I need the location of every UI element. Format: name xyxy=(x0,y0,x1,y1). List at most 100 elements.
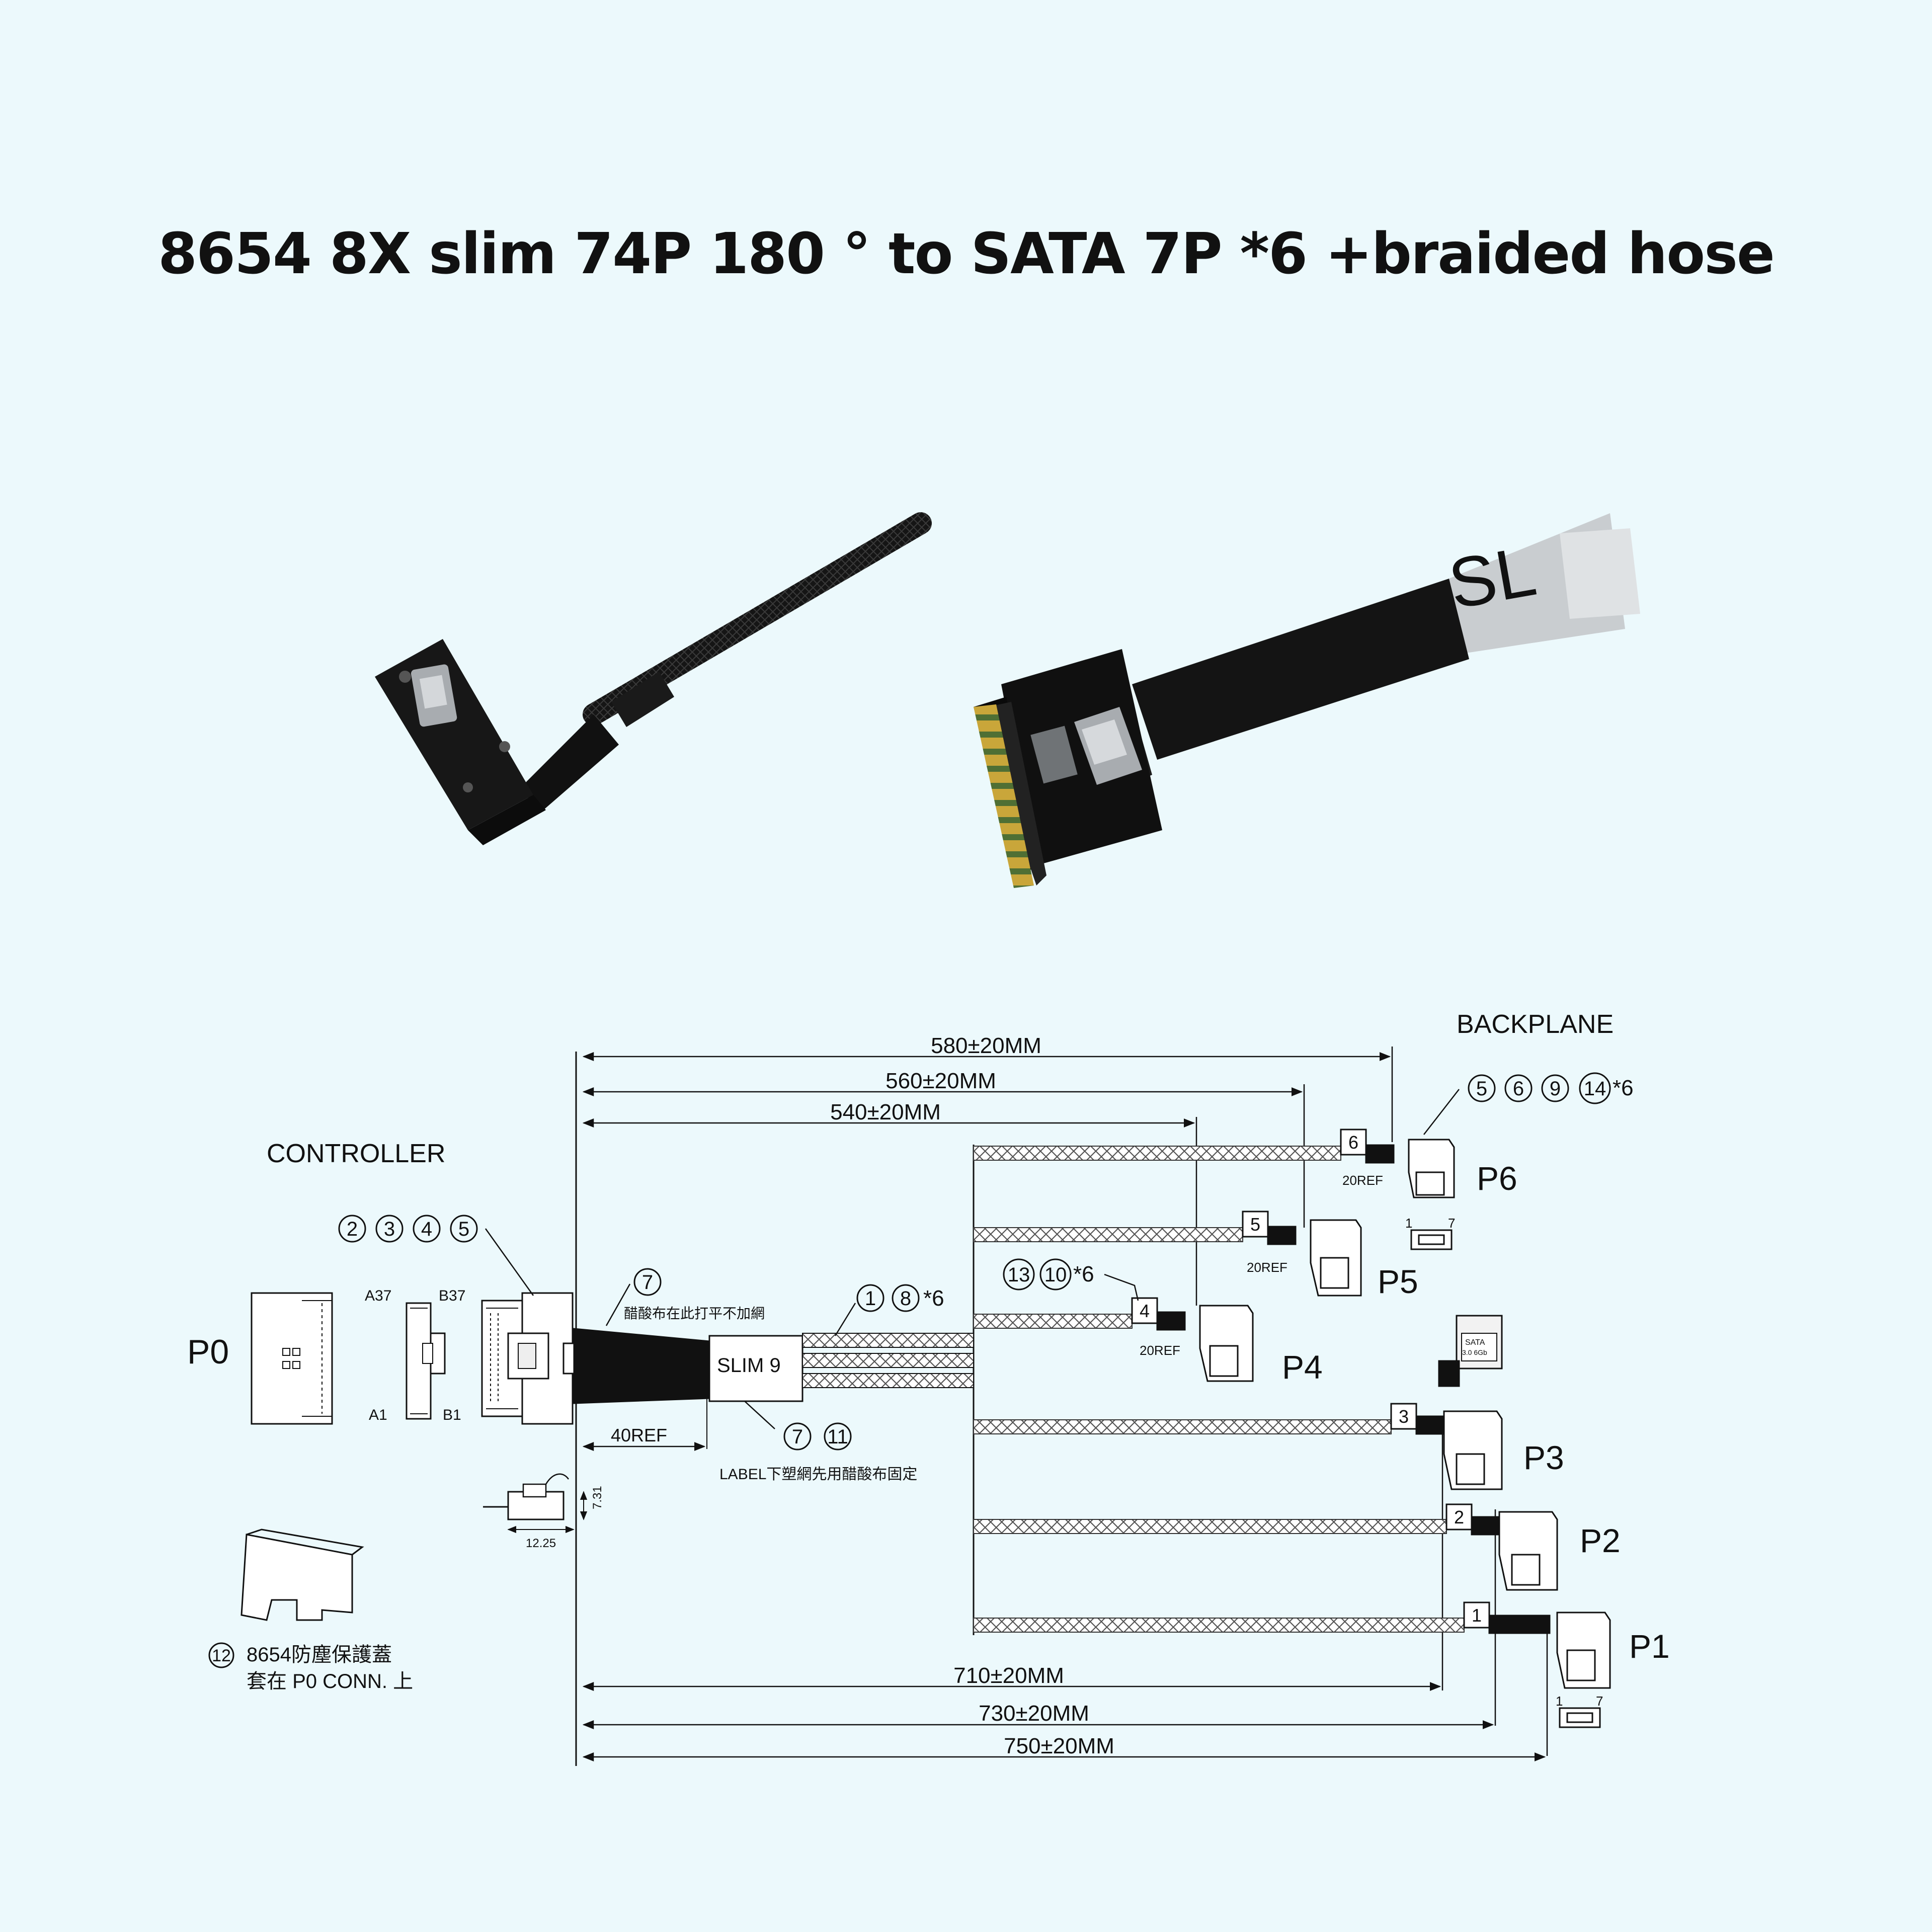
port-p2-label: P2 xyxy=(1580,1522,1621,1559)
balloon-3 xyxy=(375,1215,404,1243)
sata-connector-p1 xyxy=(1488,1612,1611,1689)
balloon-7-top-text: 7 xyxy=(642,1271,653,1294)
sata-connector-p3 xyxy=(1415,1410,1503,1490)
photo-slim-sas-connector: SL xyxy=(974,513,1640,888)
balloon-5 xyxy=(450,1215,478,1243)
photo-right-angle-connector xyxy=(375,512,932,845)
port6-number: 6 xyxy=(1348,1132,1358,1153)
sata-connector-p4 xyxy=(1156,1305,1254,1382)
pin-b37: B37 xyxy=(439,1287,465,1304)
cable-p2 xyxy=(973,1519,1447,1534)
pin-a37: A37 xyxy=(365,1287,391,1304)
port4-number: 4 xyxy=(1140,1301,1150,1321)
dim-560: 560±20MM xyxy=(886,1069,996,1093)
balloon-7-bottom xyxy=(783,1422,812,1451)
balloon-12-text: 12 xyxy=(212,1646,231,1665)
dim-12-25: 12.25 xyxy=(526,1537,556,1550)
balloon-1 xyxy=(856,1284,884,1312)
balloon-12 xyxy=(208,1642,234,1668)
ref40-text: 40REF xyxy=(611,1425,667,1445)
dim-730: 730±20MM xyxy=(979,1701,1089,1726)
balloon-4 xyxy=(413,1215,441,1243)
dim-750: 750±20MM xyxy=(1004,1734,1114,1758)
dim-7-31: 7.31 xyxy=(591,1486,604,1509)
sata-pin1-bottom: 1 xyxy=(1556,1694,1563,1709)
port-p4-label: P4 xyxy=(1282,1348,1323,1386)
sata-connector-p5 xyxy=(1267,1219,1362,1297)
backplane-label: BACKPLANE xyxy=(1457,1010,1614,1039)
acetate-note: 醋酸布在此打平不加網 xyxy=(624,1306,765,1321)
ref20-p6: 20REF xyxy=(1342,1173,1383,1188)
balloon-1-text: 1 xyxy=(865,1287,876,1310)
balloon-top-5-text: 5 xyxy=(1476,1078,1487,1100)
sata-pinout-bottom xyxy=(1559,1707,1601,1728)
balloon-top-6-text: 6 xyxy=(1513,1078,1524,1100)
port3-number: 3 xyxy=(1399,1406,1409,1427)
label-note: LABEL下塑網先用醋酸布固定 xyxy=(719,1466,917,1483)
mid-balloons-suffix: *6 xyxy=(1073,1262,1094,1286)
port5-box xyxy=(1242,1211,1269,1238)
balloon-mid-13 xyxy=(1003,1258,1035,1291)
dim-710: 710±20MM xyxy=(953,1663,1064,1688)
balloon-7-bottom-text: 7 xyxy=(792,1426,803,1448)
sata-chip-illustration xyxy=(1438,1315,1503,1387)
balloon-8-text: 8 xyxy=(900,1287,911,1310)
p0-connector xyxy=(251,1292,333,1425)
sata-chip-line1: SATA xyxy=(1465,1338,1485,1347)
balloon-mid-10 xyxy=(1039,1258,1072,1291)
page-title: 8654 8X slim 74P 180 ° to SATA 7P *6 +br… xyxy=(158,221,1775,287)
dust-cap-line2: 套在 P0 CONN. 上 xyxy=(247,1670,413,1693)
sata-pinout-top xyxy=(1410,1229,1453,1250)
cable-label-text: SL xyxy=(1443,531,1542,623)
balloon-4-text: 4 xyxy=(421,1218,432,1240)
balloon-11 xyxy=(824,1422,852,1451)
balloon-2-text: 2 xyxy=(347,1218,358,1240)
balloon-top-9 xyxy=(1541,1074,1569,1102)
cable-trunk xyxy=(573,1328,710,1404)
balloon-2 xyxy=(338,1215,366,1243)
port2-number: 2 xyxy=(1454,1507,1464,1527)
balloon-5-text: 5 xyxy=(458,1218,469,1240)
cable-drawing xyxy=(240,1046,1548,1766)
cable-p4 xyxy=(973,1314,1133,1329)
slim-label-text: SLIM 9 xyxy=(717,1354,781,1377)
balloon-top-9-text: 9 xyxy=(1550,1078,1561,1100)
balloon-mid-13-text: 13 xyxy=(1008,1264,1030,1286)
balloon-11-text: 11 xyxy=(827,1426,848,1448)
top-balloons-suffix: *6 xyxy=(1613,1076,1634,1100)
port1-number: 1 xyxy=(1472,1605,1482,1626)
balloon-top-5 xyxy=(1468,1074,1496,1102)
p0-label: P0 xyxy=(187,1333,229,1371)
slim-label-box xyxy=(708,1335,803,1402)
port2-box xyxy=(1445,1503,1473,1531)
port4-box xyxy=(1131,1297,1158,1324)
dim-580: 580±20MM xyxy=(931,1033,1041,1058)
cable-p6 xyxy=(973,1146,1341,1161)
pin-b1: B1 xyxy=(443,1407,461,1423)
balloon-mid-10-text: 10 xyxy=(1044,1264,1067,1286)
cable-p5 xyxy=(973,1227,1243,1242)
sata-pin7-top: 7 xyxy=(1448,1216,1455,1231)
sata-pin7-bottom: 7 xyxy=(1596,1694,1603,1709)
pin-a1: A1 xyxy=(369,1407,387,1423)
cable-p1 xyxy=(973,1618,1465,1633)
balloons-18-suffix: *6 xyxy=(923,1286,944,1311)
cable-p3 xyxy=(973,1419,1392,1434)
balloon-top-14-text: 14 xyxy=(1584,1078,1606,1100)
balloon-7-top xyxy=(633,1268,662,1296)
sata-connector-p6 xyxy=(1365,1139,1455,1198)
sata-chip-line2: 3.0 6Gb xyxy=(1462,1348,1487,1356)
port-p3-label: P3 xyxy=(1523,1439,1564,1476)
port-p6-label: P6 xyxy=(1477,1160,1517,1197)
port3-box xyxy=(1390,1403,1417,1430)
dust-cap-line1: 8654防塵保護蓋 xyxy=(247,1644,392,1666)
balloon-8 xyxy=(892,1284,920,1312)
sata-connector-p2 xyxy=(1471,1511,1558,1591)
port-p5-label: P5 xyxy=(1378,1263,1418,1300)
balloon-top-14 xyxy=(1579,1072,1611,1104)
balloon-top-6 xyxy=(1504,1074,1533,1102)
ref20-p5: 20REF xyxy=(1247,1260,1287,1275)
balloon-3-text: 3 xyxy=(384,1218,395,1240)
dust-cap xyxy=(240,1534,353,1621)
